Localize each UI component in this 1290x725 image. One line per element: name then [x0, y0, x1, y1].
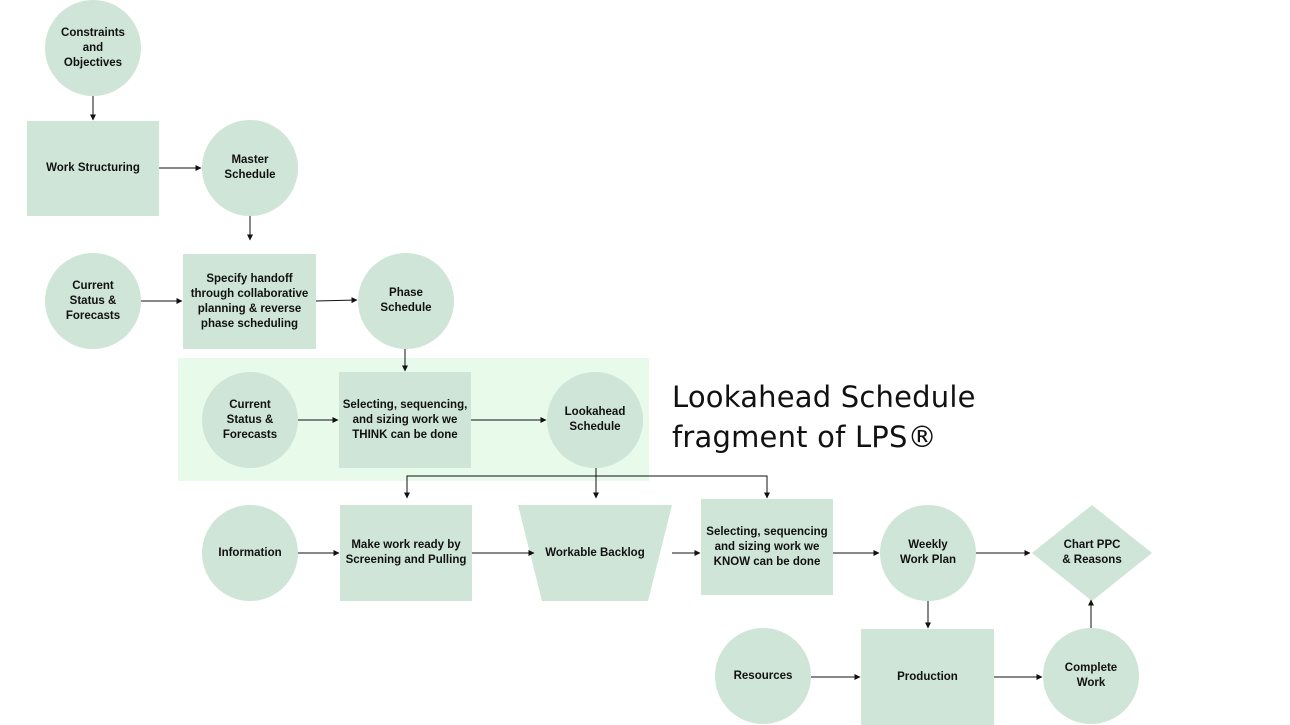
workable-backlog-shape: [518, 505, 672, 601]
workable-backlog-label: Workable Backlog: [545, 546, 645, 559]
chart-ppc-label: Chart PPC & Reasons: [1062, 539, 1122, 566]
selecting-know-label: Selecting, sequencing and sizing work we…: [706, 525, 828, 568]
lookahead-annotation: Lookahead Schedule fragment of LPS®: [672, 380, 976, 454]
complete-work-node: Complete Work: [1043, 628, 1139, 724]
phase-schedule-node: Phase Schedule: [358, 253, 454, 349]
production-node: Production: [861, 629, 994, 725]
specify-handoff-node: Specify handoff through collaborative pl…: [183, 254, 316, 349]
workable-backlog-node: Workable Backlog: [518, 505, 672, 601]
arrow-specify-to-phase: [315, 297, 358, 304]
information-label: Information: [218, 546, 282, 559]
make-work-ready-node: Make work ready by Screening and Pulling: [340, 505, 472, 601]
work-structuring-node: Work Structuring: [27, 121, 159, 216]
lookahead-branch-line: [406, 475, 770, 499]
work-structuring-label: Work Structuring: [46, 162, 140, 174]
selecting-know-node: Selecting, sequencing and sizing work we…: [701, 499, 833, 595]
current-status-forecasts-node-1: Current Status & Forecasts: [45, 253, 141, 349]
current-status-forecasts-label-2: Current Status & Forecasts: [222, 398, 278, 441]
lookahead-schedule-node: Lookahead Schedule: [547, 372, 643, 468]
current-status-forecasts-node-2: Current Status & Forecasts: [202, 372, 298, 468]
selecting-think-label: Selecting, sequencing, and sizing work w…: [342, 398, 468, 441]
selecting-think-node: Selecting, sequencing, and sizing work w…: [339, 372, 471, 468]
resources-label: Resources: [733, 669, 793, 682]
make-work-ready-label: Make work ready by Screening and Pulling: [345, 539, 467, 566]
production-label: Production: [897, 670, 958, 683]
complete-work-label: Complete Work: [1064, 662, 1118, 689]
current-status-forecasts-label-1: Current Status & Forecasts: [65, 279, 121, 322]
specify-handoff-label: Specify handoff through collaborative pl…: [190, 272, 309, 330]
chart-ppc-node: Chart PPC & Reasons: [1032, 505, 1152, 601]
master-schedule-node: Master Schedule: [202, 120, 298, 216]
lookahead-schedule-label: Lookahead Schedule: [564, 406, 626, 433]
master-schedule-label: Master Schedule: [224, 154, 276, 181]
constraints-objectives-node: Constraints and Objectives: [45, 0, 141, 96]
phase-schedule-label: Phase Schedule: [380, 287, 432, 314]
resources-node: Resources: [715, 628, 811, 724]
chart-ppc-shape: [1032, 505, 1152, 601]
weekly-work-plan-node: Weekly Work Plan: [880, 505, 976, 601]
constraints-objectives-label: Constraints and Objectives: [61, 26, 125, 69]
weekly-work-plan-label: Weekly Work Plan: [899, 539, 957, 566]
information-node: Information: [202, 505, 298, 601]
